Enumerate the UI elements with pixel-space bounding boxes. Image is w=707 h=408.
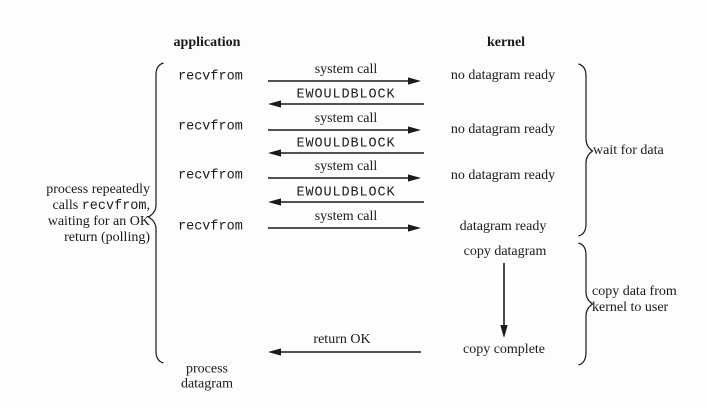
ewouldblock-arrow-1 [268,100,424,108]
datagram-ready-label: datagram ready [459,219,547,234]
copy-complete-label: copy complete [462,342,546,357]
no-datagram-ready-label-3: no datagram ready [450,168,556,183]
recvfrom-label-2: recvfrom [178,119,243,135]
system-call-label-4: system call [314,209,378,224]
ewouldblock-label-2: EWOULDBLOCK [296,136,396,152]
system-call-arrow-3 [268,174,421,182]
ewouldblock-label-3: EWOULDBLOCK [296,185,396,201]
recvfrom-label-1: recvfrom [178,69,243,85]
recvfrom-label-4: recvfrom [178,219,243,235]
system-call-label-2: system call [314,111,378,126]
left-annotation-line-4: return (polling) [64,229,150,245]
left-annotation-line-3: waiting for an OK [47,214,150,230]
copy-data-annotation: copy data from kernel to user [592,284,677,315]
copy-progress-arrow [500,263,508,338]
recvfrom-inline-code: recvfrom [81,198,147,214]
ewouldblock-label-1: EWOULDBLOCK [296,87,396,103]
application-column-header: application [173,35,241,50]
system-call-arrow-2 [268,126,421,134]
return-ok-arrow [268,348,421,356]
system-call-label-3: system call [314,159,378,174]
process-datagram-label: process datagram [180,361,234,391]
copy-datagram-label: copy datagram [463,244,547,259]
ewouldblock-arrow-2 [268,149,424,157]
left-annotation: process repeatedly calls recvfrom, waiti… [0,182,150,245]
left-brace [147,62,164,364]
kernel-column-header: kernel [486,35,526,50]
wait-for-data-brace [578,63,594,237]
ewouldblock-arrow-3 [268,198,424,206]
no-datagram-ready-label-2: no datagram ready [450,122,556,137]
wait-for-data-label: wait for data [593,143,664,158]
left-annotation-line-1: process repeatedly [46,182,150,197]
system-call-label-1: system call [314,62,378,77]
no-datagram-ready-label-1: no datagram ready [450,68,556,83]
recvfrom-label-3: recvfrom [178,168,243,184]
copy-data-brace [578,242,594,366]
left-annotation-line-2: calls recvfrom, [52,197,150,214]
system-call-arrow-4 [268,224,421,232]
system-call-arrow-1 [268,77,421,85]
return-ok-label: return OK [313,332,371,347]
